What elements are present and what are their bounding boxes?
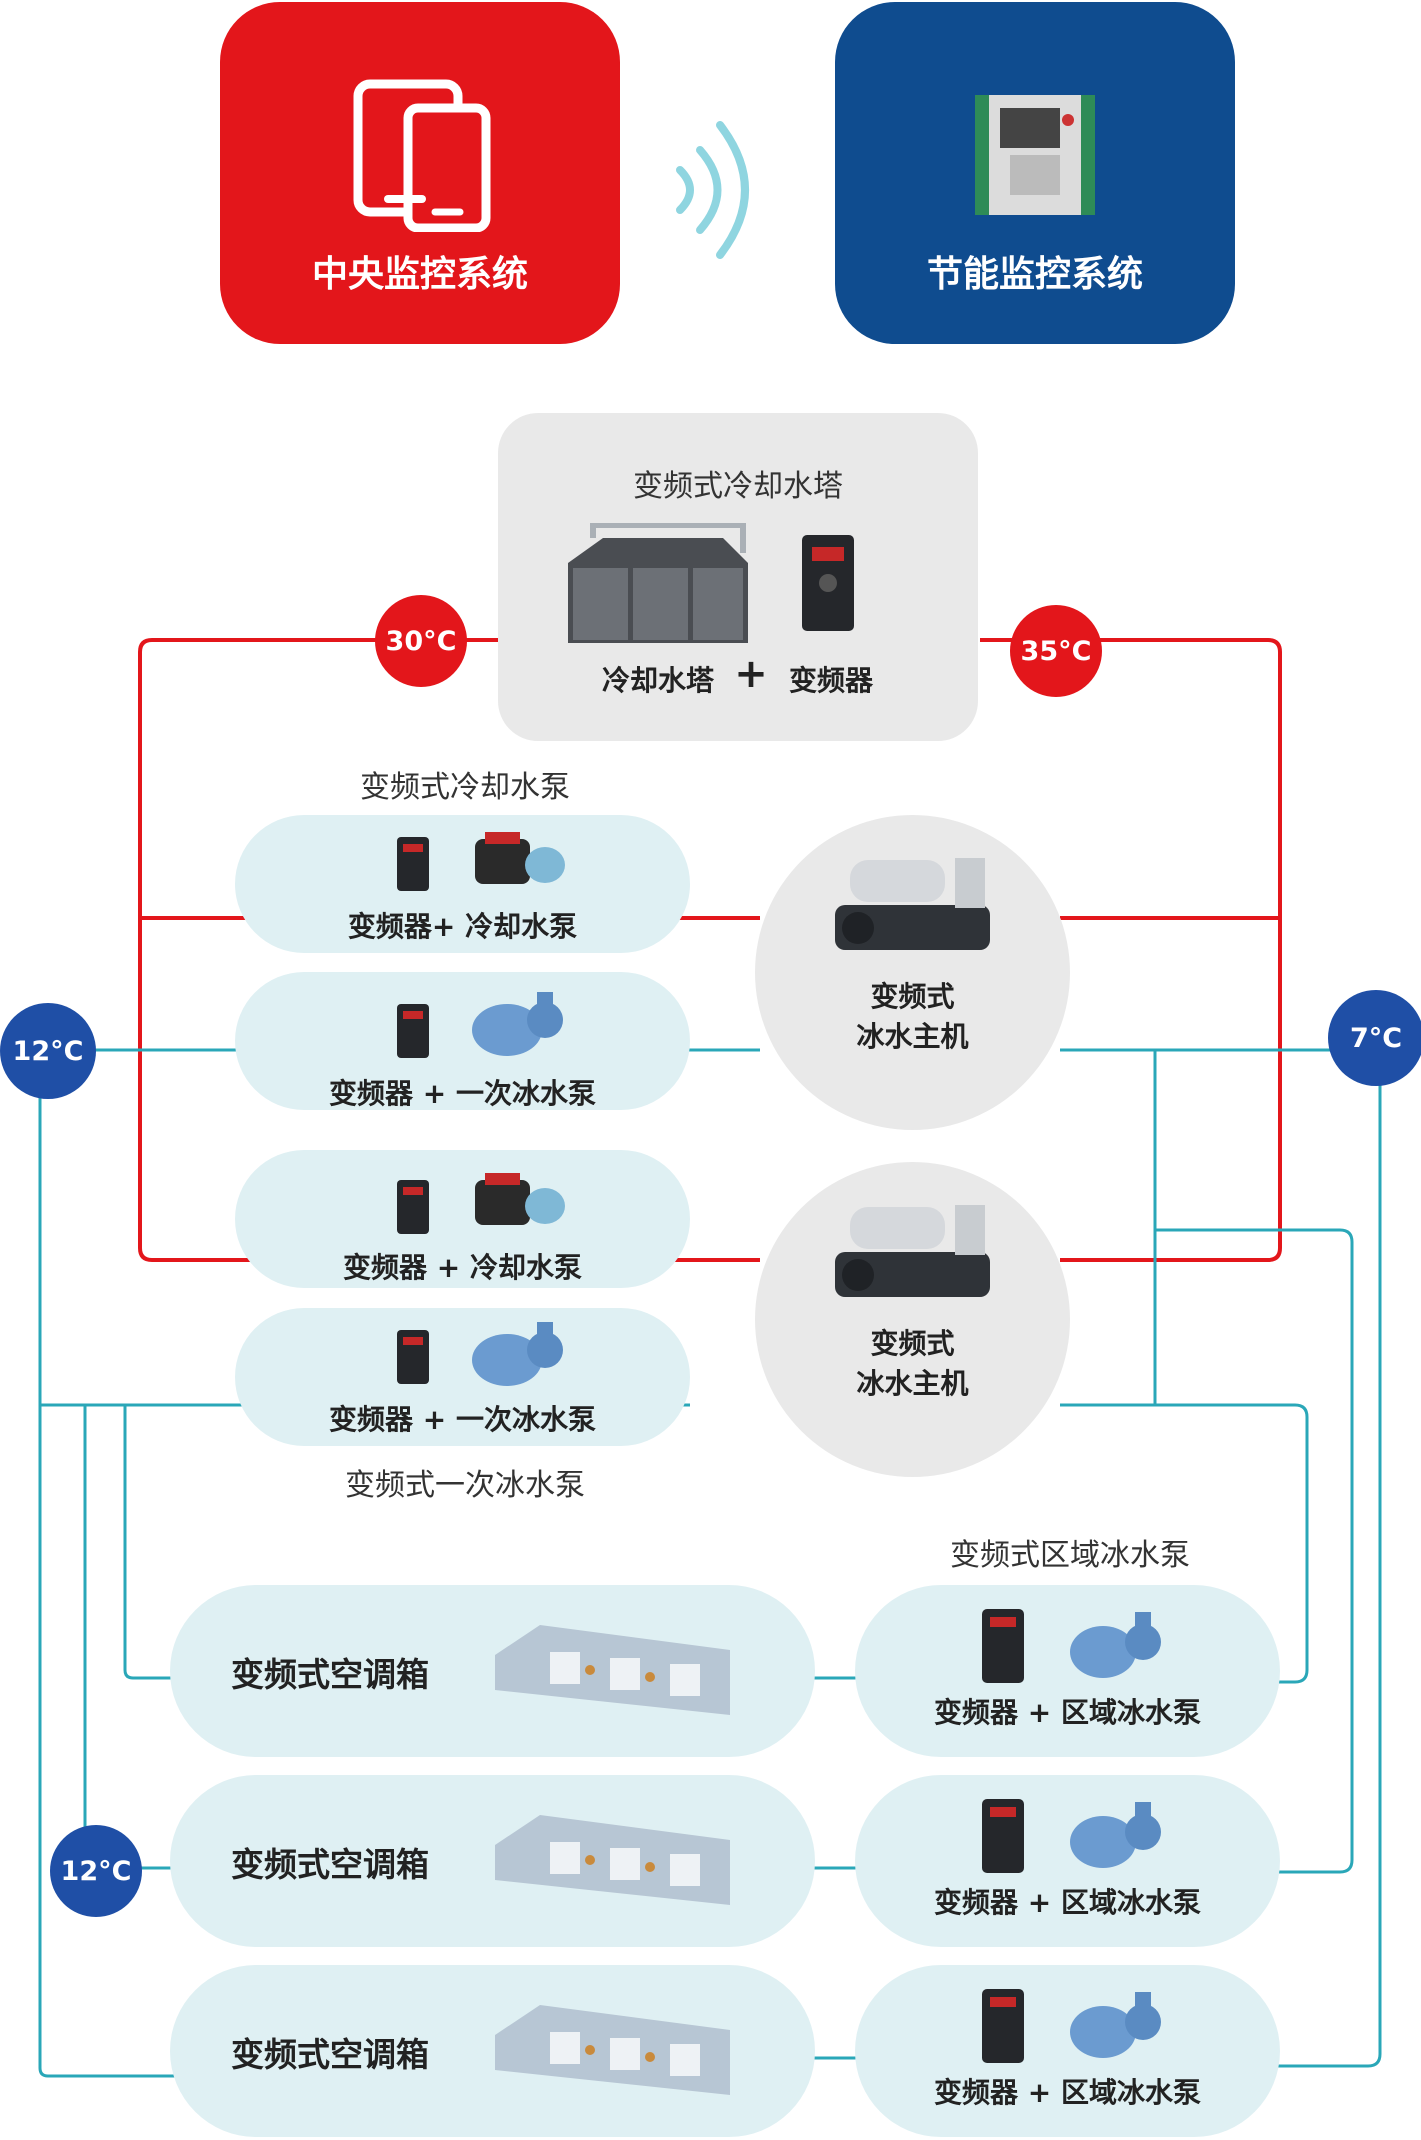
temp-badge-7c: 7°C	[1328, 990, 1421, 1086]
cooling-pump-1-label: 变频器+ 冷却水泵	[347, 910, 578, 943]
primary-pump-1[interactable]: 变频器 + 一次冰水泵	[235, 972, 690, 1110]
zone-pump-icon	[1070, 1802, 1161, 1868]
zone-pump-3-label: 变频器 + 区域冰水泵	[934, 2076, 1201, 2109]
cooling-tower-label: 冷却水塔	[601, 664, 714, 697]
zone-pump-title: 变频式区域冰水泵	[950, 1538, 1190, 1573]
inverter-icon	[982, 1609, 1024, 1683]
inverter-icon	[397, 1180, 429, 1234]
cooling-tower-title: 变频式冷却水塔	[633, 469, 843, 504]
chiller-icon	[835, 858, 990, 950]
zone-pump-2-label: 变频器 + 区域冰水泵	[934, 1886, 1201, 1919]
ahu-2[interactable]: 变频式空调箱	[170, 1775, 815, 1947]
zone-pump-1-label: 变频器 + 区域冰水泵	[934, 1696, 1201, 1729]
chiller-1-line1: 变频式	[870, 980, 955, 1013]
inverter-label: 变频器	[788, 664, 873, 697]
chiller-2[interactable]: 变频式 冰水主机	[755, 1162, 1070, 1477]
cooling-pump-title: 变频式冷却水泵	[360, 770, 570, 805]
primary-pump-2-label: 变频器 + 一次冰水泵	[329, 1403, 596, 1436]
cooling-loop-left	[138, 638, 760, 1262]
ahu-3-label: 变频式空调箱	[231, 2035, 429, 2074]
primary-pump-2[interactable]: 变频器 + 一次冰水泵	[235, 1308, 690, 1446]
air-handling-unit-icon	[495, 1815, 730, 1905]
temp-badge-12c-bottom: 12°C	[50, 1825, 142, 1917]
cooling-tower-icon	[568, 523, 748, 643]
chiller-1-line2: 冰水主机	[856, 1020, 969, 1053]
primary-pump-1-label: 变频器 + 一次冰水泵	[329, 1077, 596, 1110]
ahu-3[interactable]: 变频式空调箱	[170, 1965, 815, 2137]
cooling-pump-icon	[475, 832, 565, 884]
supply-to-zone1	[1155, 1403, 1309, 1684]
primary-pump-title: 变频式一次冰水泵	[345, 1468, 585, 1503]
cooling-pump-2-label: 变频器 + 冷却水泵	[343, 1251, 582, 1284]
chiller-icon	[835, 1205, 990, 1297]
cooling-pump-1[interactable]: 变频器+ 冷却水泵	[235, 815, 690, 953]
chilled-water-pump-icon	[472, 1322, 563, 1386]
cooling-tower-block: 变频式冷却水塔 冷却水塔 + 变频器	[498, 413, 978, 741]
zone-pump-3[interactable]: 变频器 + 区域冰水泵	[855, 1965, 1280, 2137]
energy-monitoring-box[interactable]: 节能监控系统	[835, 2, 1235, 344]
chiller-2-line2: 冰水主机	[856, 1367, 969, 1400]
zone-pump-2[interactable]: 变频器 + 区域冰水泵	[855, 1775, 1280, 1947]
ahu-2-label: 变频式空调箱	[231, 1845, 429, 1884]
supply-to-zone3	[1275, 1050, 1382, 2068]
zone-pump-1[interactable]: 变频器 + 区域冰水泵	[855, 1585, 1280, 1757]
inverter-icon	[982, 1989, 1024, 2063]
wireless-signal-icon	[676, 121, 749, 259]
chilled-to-ahu1	[123, 1405, 180, 1680]
temp-badge-12c-top: 12°C	[0, 1003, 96, 1099]
chiller-2-line1: 变频式	[870, 1327, 955, 1360]
cooling-pump-2[interactable]: 变频器 + 冷却水泵	[235, 1150, 690, 1288]
ahu-1[interactable]: 变频式空调箱	[170, 1585, 815, 1757]
chiller-1[interactable]: 变频式 冰水主机	[755, 815, 1070, 1130]
inverter-icon	[397, 837, 429, 891]
supply-to-zone2	[1155, 1228, 1354, 1874]
temp-badge-35c: 35°C	[1010, 605, 1102, 697]
central-monitoring-box[interactable]: 中央监控系统	[220, 2, 620, 344]
controller-board-icon	[975, 95, 1095, 215]
inverter-icon	[802, 535, 854, 631]
chilled-to-ahu2	[83, 1405, 180, 1870]
central-monitoring-label: 中央监控系统	[311, 254, 528, 295]
cooling-pump-icon	[475, 1173, 565, 1225]
inverter-icon	[397, 1004, 429, 1058]
tablet-phone-icon	[353, 79, 491, 232]
air-handling-unit-icon	[495, 1625, 730, 1715]
zone-pump-icon	[1070, 1992, 1161, 2058]
cooling-loop-right	[980, 638, 1282, 1262]
chilled-to-ahu3	[38, 2060, 180, 2078]
inverter-icon	[397, 1330, 429, 1384]
inverter-icon	[982, 1799, 1024, 1873]
air-handling-unit-icon	[495, 2005, 730, 2095]
ahu-1-label: 变频式空调箱	[231, 1655, 429, 1694]
temp-badge-30c: 30°C	[375, 595, 467, 687]
energy-monitoring-label: 节能监控系统	[926, 254, 1143, 295]
plus-sign: +	[734, 651, 768, 697]
zone-pump-icon	[1070, 1612, 1161, 1678]
chilled-water-pump-icon	[472, 992, 563, 1056]
